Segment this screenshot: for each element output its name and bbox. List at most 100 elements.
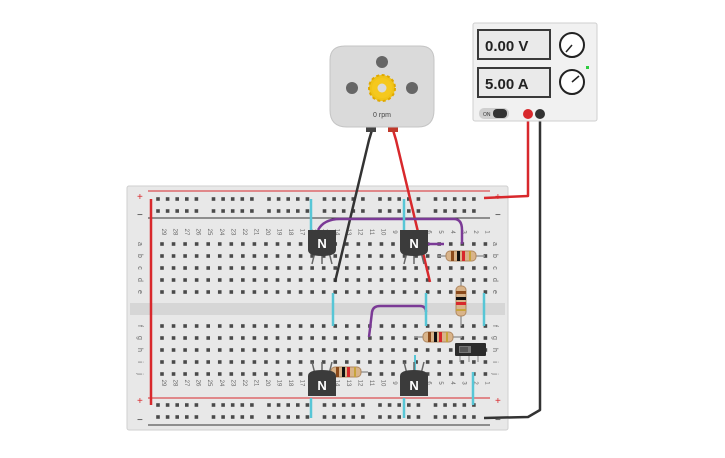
breadboard-hole[interactable] — [321, 266, 326, 270]
breadboard-hole[interactable] — [368, 372, 372, 376]
breadboard-hole[interactable] — [298, 254, 303, 258]
transistor-top-left[interactable]: N — [308, 230, 336, 265]
breadboard-hole[interactable] — [321, 278, 326, 282]
breadboard-hole[interactable] — [217, 348, 222, 352]
breadboard-hole[interactable] — [194, 254, 199, 258]
breadboard-hole[interactable] — [275, 242, 280, 246]
breadboard-hole[interactable] — [472, 415, 476, 419]
breadboard-hole[interactable] — [333, 336, 338, 340]
breadboard-hole[interactable] — [443, 197, 447, 201]
breadboard-hole[interactable] — [287, 372, 291, 376]
breadboard-hole[interactable] — [472, 242, 476, 246]
breadboard-hole[interactable] — [286, 415, 290, 419]
breadboard-hole[interactable] — [217, 266, 222, 270]
breadboard-hole[interactable] — [241, 278, 245, 282]
breadboard-hole[interactable] — [241, 372, 245, 376]
breadboard-hole[interactable] — [264, 254, 268, 258]
breadboard-hole[interactable] — [183, 348, 187, 352]
breadboard-hole[interactable] — [310, 324, 314, 328]
breadboard-hole[interactable] — [387, 403, 392, 407]
breadboard-hole[interactable] — [229, 360, 234, 364]
breadboard-hole[interactable] — [443, 209, 447, 213]
breadboard-hole[interactable] — [194, 290, 199, 294]
breadboard-hole[interactable] — [194, 415, 199, 419]
purple-wire[interactable] — [316, 217, 464, 244]
breadboard-hole[interactable] — [391, 290, 395, 294]
resistor[interactable] — [414, 331, 462, 343]
breadboard-hole[interactable] — [443, 415, 447, 419]
breadboard-hole[interactable] — [276, 209, 281, 213]
breadboard-hole[interactable] — [452, 209, 457, 213]
breadboard-hole[interactable] — [229, 348, 234, 352]
breadboard-hole[interactable] — [472, 197, 476, 201]
breadboard-hole[interactable] — [221, 403, 225, 407]
breadboard-hole[interactable] — [221, 209, 225, 213]
breadboard-hole[interactable] — [183, 336, 187, 340]
breadboard-hole[interactable] — [252, 324, 257, 328]
breadboard-hole[interactable] — [160, 348, 164, 352]
current-knob[interactable] — [559, 69, 585, 95]
breadboard-hole[interactable] — [264, 242, 268, 246]
breadboard-hole[interactable] — [229, 372, 234, 376]
breadboard-hole[interactable] — [368, 254, 372, 258]
breadboard-hole[interactable] — [185, 197, 189, 201]
breadboard-hole[interactable] — [483, 336, 488, 340]
breadboard-hole[interactable] — [194, 403, 199, 407]
breadboard-hole[interactable] — [287, 360, 291, 364]
breadboard-hole[interactable] — [333, 254, 338, 258]
breadboard-hole[interactable] — [287, 348, 291, 352]
breadboard-hole[interactable] — [361, 403, 365, 407]
breadboard-hole[interactable] — [240, 197, 245, 201]
breadboard-hole[interactable] — [437, 360, 441, 364]
slide-switch[interactable] — [455, 343, 486, 362]
breadboard-hole[interactable] — [240, 403, 245, 407]
negative-terminal[interactable] — [535, 109, 545, 119]
breadboard-hole[interactable] — [183, 254, 187, 258]
breadboard-hole[interactable] — [298, 278, 303, 282]
breadboard-hole[interactable] — [368, 278, 372, 282]
breadboard-hole[interactable] — [345, 336, 349, 340]
breadboard-hole[interactable] — [156, 403, 160, 407]
breadboard-hole[interactable] — [171, 278, 176, 282]
breadboard-hole[interactable] — [391, 242, 395, 246]
breadboard-hole[interactable] — [387, 415, 392, 419]
breadboard-hole[interactable] — [165, 403, 170, 407]
breadboard-hole[interactable] — [229, 336, 234, 340]
breadboard-hole[interactable] — [229, 254, 234, 258]
breadboard-hole[interactable] — [211, 197, 216, 201]
breadboard-hole[interactable] — [276, 403, 281, 407]
breadboard-hole[interactable] — [391, 372, 395, 376]
breadboard-hole[interactable] — [341, 403, 346, 407]
breadboard-hole[interactable] — [229, 290, 234, 294]
power-switch-toggle[interactable] — [493, 109, 507, 118]
breadboard-hole[interactable] — [378, 415, 382, 419]
breadboard-hole[interactable] — [165, 197, 170, 201]
breadboard-hole[interactable] — [275, 360, 280, 364]
breadboard-hole[interactable] — [156, 197, 160, 201]
breadboard-hole[interactable] — [483, 266, 488, 270]
breadboard-hole[interactable] — [217, 324, 222, 328]
breadboard-hole[interactable] — [250, 209, 254, 213]
breadboard-hole[interactable] — [241, 242, 245, 246]
breadboard-hole[interactable] — [391, 266, 395, 270]
wires[interactable] — [149, 114, 542, 420]
breadboard-hole[interactable] — [310, 348, 314, 352]
breadboard-hole[interactable] — [333, 266, 338, 270]
breadboard-hole[interactable] — [287, 290, 291, 294]
breadboard-hole[interactable] — [267, 209, 271, 213]
breadboard-hole[interactable] — [407, 403, 411, 407]
breadboard-hole[interactable] — [433, 197, 438, 201]
breadboard-hole[interactable] — [448, 348, 453, 352]
breadboard-hole[interactable] — [414, 266, 418, 270]
breadboard-hole[interactable] — [341, 415, 346, 419]
breadboard-hole[interactable] — [351, 415, 356, 419]
breadboard-hole[interactable] — [229, 266, 234, 270]
breadboard-hole[interactable] — [287, 242, 291, 246]
breadboard-hole[interactable] — [296, 403, 300, 407]
breadboard-hole[interactable] — [483, 278, 488, 282]
breadboard-hole[interactable] — [472, 290, 476, 294]
breadboard-hole[interactable] — [379, 360, 384, 364]
breadboard-hole[interactable] — [250, 415, 254, 419]
breadboard-hole[interactable] — [472, 336, 476, 340]
